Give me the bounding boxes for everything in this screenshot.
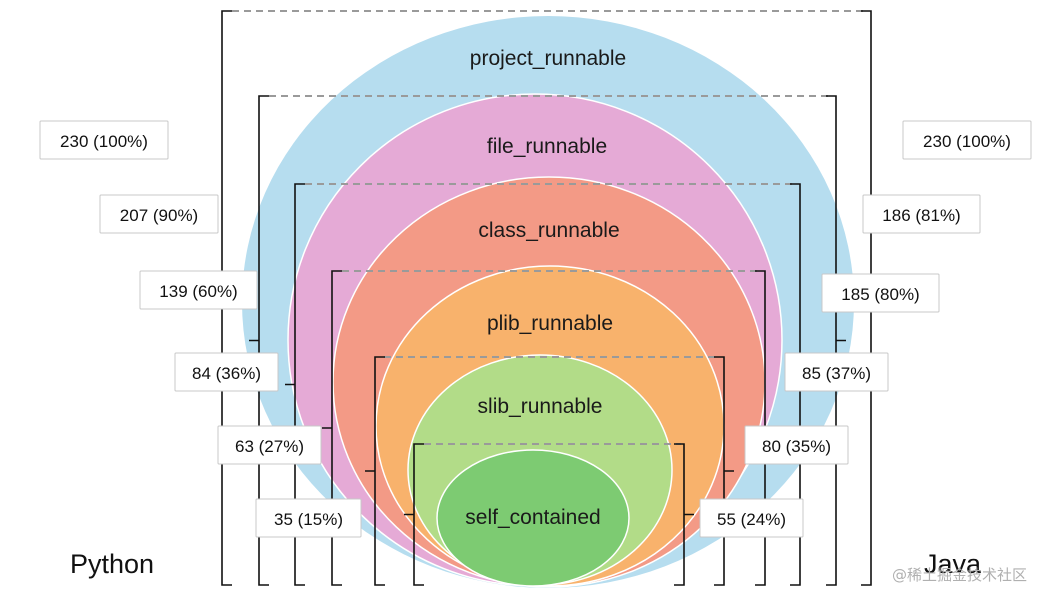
python-bracket-plib_runnable xyxy=(322,270,342,586)
java-count-slib_runnable: 80 (35%) xyxy=(762,437,831,456)
nested-circles xyxy=(242,16,854,588)
java-bracket-file_runnable xyxy=(826,95,846,586)
java-count-file_runnable: 186 (81%) xyxy=(882,206,960,225)
java-count-box-self_contained: 55 (24%) xyxy=(699,498,804,538)
java-count-box-slib_runnable: 80 (35%) xyxy=(744,425,849,465)
java-count-box-project_runnable: 230 (100%) xyxy=(902,120,1032,160)
java-count-self_contained: 55 (24%) xyxy=(717,510,786,529)
level-label-self_contained: self_contained xyxy=(465,506,600,529)
python-count-box-self_contained: 35 (15%) xyxy=(255,498,362,538)
java-count-box-plib_runnable: 85 (37%) xyxy=(784,352,889,392)
python-count-self_contained: 35 (15%) xyxy=(274,510,343,529)
watermark-text: @稀土掘金技术社区 xyxy=(892,566,1027,584)
level-labels: project_runnable file_runnable class_runna… xyxy=(465,47,626,529)
python-bracket-self_contained xyxy=(404,443,424,586)
level-label-project_runnable: project_runnable xyxy=(470,47,626,70)
python-bracket-file_runnable xyxy=(249,95,269,586)
java-count-project_runnable: 230 (100%) xyxy=(923,132,1011,151)
java-count-box-class_runnable: 185 (80%) xyxy=(821,273,940,313)
level-label-file_runnable: file_runnable xyxy=(487,135,607,158)
python-count-slib_runnable: 63 (27%) xyxy=(235,437,304,456)
java-count-box-file_runnable: 186 (81%) xyxy=(862,194,981,234)
python-label: Python xyxy=(70,549,154,579)
python-count-box-plib_runnable: 84 (36%) xyxy=(174,352,279,392)
java-bracket-self_contained xyxy=(674,443,694,586)
circle-self_contained xyxy=(436,449,630,587)
python-count-box-project_runnable: 230 (100%) xyxy=(39,120,169,160)
python-count-box-class_runnable: 139 (60%) xyxy=(139,270,258,310)
java-count-plib_runnable: 85 (37%) xyxy=(802,364,871,383)
python-count-box-slib_runnable: 63 (27%) xyxy=(217,425,322,465)
python-count-file_runnable: 207 (90%) xyxy=(120,206,198,225)
count-boxes: 230 (100%) 230 (100%) 207 (90%) 186 (81%) 13… xyxy=(39,120,1032,538)
python-bracket-slib_runnable xyxy=(365,356,385,586)
dashed-level-lines xyxy=(232,10,868,445)
python-bracket-class_runnable xyxy=(285,183,305,586)
level-label-slib_runnable: slib_runnable xyxy=(478,395,603,418)
java-bracket-slib_runnable xyxy=(714,356,734,586)
python-count-box-file_runnable: 207 (90%) xyxy=(99,194,219,234)
level-label-class_runnable: class_runnable xyxy=(478,219,619,242)
python-count-project_runnable: 230 (100%) xyxy=(60,132,148,151)
java-label: Java xyxy=(924,549,982,579)
level-label-plib_runnable: plib_runnable xyxy=(487,312,613,335)
java-count-class_runnable: 185 (80%) xyxy=(841,285,919,304)
python-count-class_runnable: 139 (60%) xyxy=(159,282,237,301)
python-count-plib_runnable: 84 (36%) xyxy=(192,364,261,383)
